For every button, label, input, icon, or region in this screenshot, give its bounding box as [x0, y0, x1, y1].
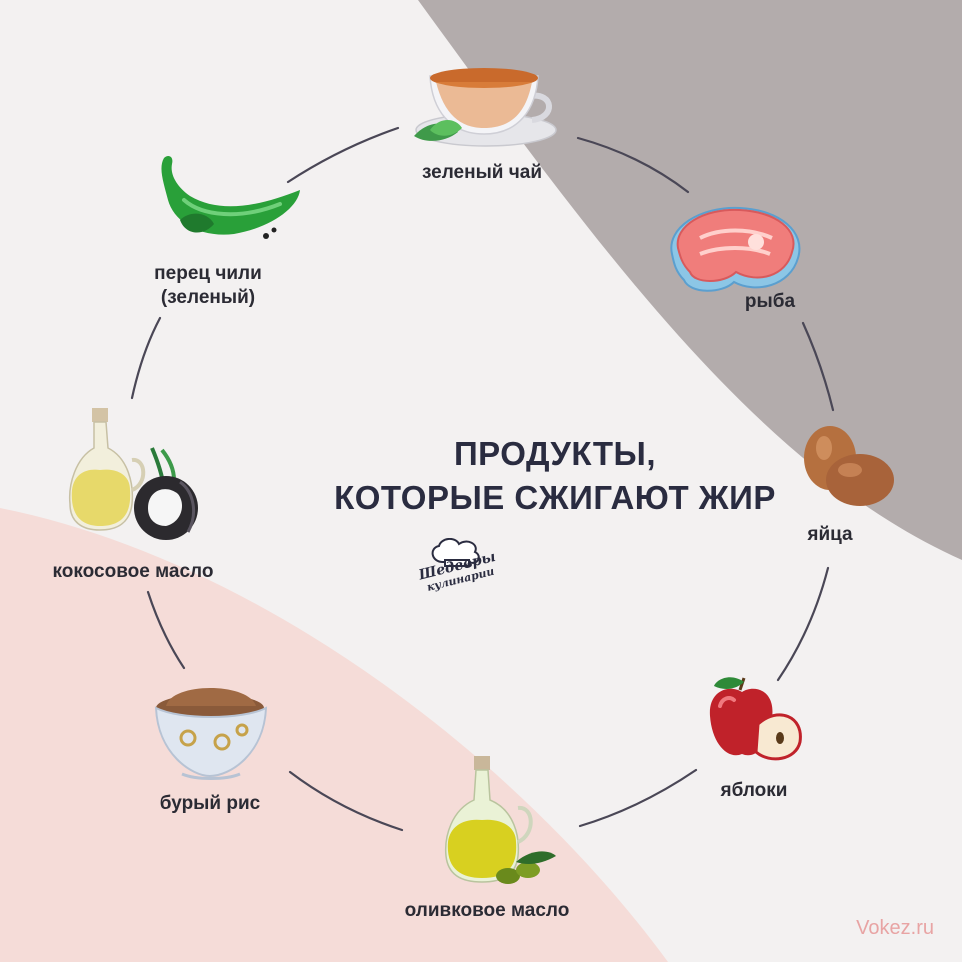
- connector-fish-eggs: [801, 321, 835, 412]
- circle-connectors: [130, 126, 835, 832]
- chili-pepper-icon: [161, 156, 300, 239]
- olive-oil-icon: [444, 756, 556, 884]
- connector-chili-tea: [286, 126, 400, 184]
- connector-apples-oil: [578, 768, 698, 828]
- connector-coconut-chili: [130, 316, 162, 400]
- apple-icon: [709, 677, 802, 761]
- label-green-tea: зеленый чай: [421, 162, 543, 183]
- label-apples: яблоки: [720, 780, 788, 801]
- label-chili-pepper: перец чили (зеленый): [118, 262, 298, 310]
- label-chili-line-2: (зеленый): [160, 286, 256, 308]
- tea-cup-icon: [414, 68, 557, 147]
- fish-steak-icon: [670, 206, 801, 292]
- title-line-1: ПРОДУКТЫ,: [453, 435, 657, 472]
- page-title: ПРОДУКТЫ, КОТОРЫЕ СЖИГАЮТ ЖИР: [330, 432, 780, 520]
- brown-rice-icon: [154, 688, 268, 780]
- coconut-oil-icon: [68, 408, 198, 540]
- connector-tea-fish: [576, 136, 690, 194]
- label-chili-line-1: перец чили: [154, 263, 262, 284]
- title-line-2: КОТОРЫЕ СЖИГАЮТ ЖИР: [334, 479, 776, 516]
- connector-rice-coconut: [146, 590, 186, 670]
- chef-hat-icon: [431, 538, 480, 567]
- label-fish: рыба: [744, 291, 796, 312]
- brand-logo: Шедевры кулинарии: [405, 538, 505, 598]
- watermark: Vokez.ru: [856, 917, 934, 939]
- connector-eggs-apples: [776, 566, 830, 682]
- label-eggs: яйца: [807, 524, 853, 545]
- connector-oil-rice: [288, 770, 404, 832]
- label-brown-rice: бурый рис: [159, 793, 261, 814]
- eggs-icon: [804, 426, 894, 506]
- label-coconut-oil: кокосовое масло: [52, 561, 214, 582]
- label-olive-oil: оливковое масло: [404, 900, 570, 921]
